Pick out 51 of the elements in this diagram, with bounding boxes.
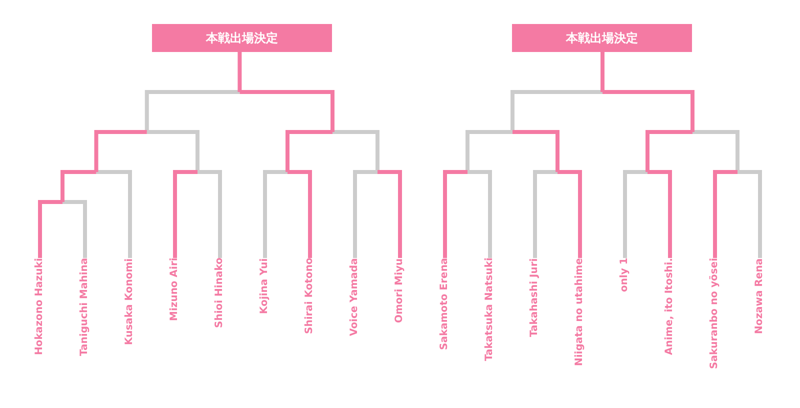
player-name: Hokazono Hazuki: [33, 258, 47, 398]
player-name: Sakuranbo no yōsei: [708, 258, 722, 398]
bracket-line: [468, 170, 492, 258]
bracket-line: [94, 130, 147, 172]
player-name: Shioi Hinako: [213, 258, 227, 398]
bracket-line: [60, 170, 96, 202]
player-name: Niigata no utahime: [573, 258, 587, 398]
bracket-line: [623, 170, 648, 258]
player-name: Sakamoto Erena: [438, 258, 452, 398]
bracket-line: [240, 90, 334, 132]
bracket-line: [692, 130, 740, 172]
bracket-line: [238, 52, 242, 92]
result-box: 本戦出場決定: [152, 24, 332, 52]
player-name: Omori Miyu: [393, 258, 407, 398]
bracket-line: [600, 52, 604, 92]
bracket-line: [332, 130, 380, 172]
bracket-line: [144, 90, 240, 132]
bracket-line: [558, 170, 582, 258]
bracket-line: [198, 170, 222, 258]
bracket-line: [38, 200, 62, 258]
player-name: Voice Yamada: [348, 258, 362, 398]
player-name: Shirai Kotono: [303, 258, 317, 398]
bracket-line: [286, 130, 332, 172]
bracket-line: [146, 130, 200, 172]
bracket-line: [738, 170, 762, 258]
bracket-line: [263, 170, 288, 258]
bracket-line: [713, 170, 738, 258]
player-name: Mizuno Airi: [168, 258, 182, 398]
bracket-line: [96, 170, 132, 258]
bracket-line: [288, 170, 312, 258]
player-name: Takahashi Juri: [528, 258, 542, 398]
bracket-line: [62, 200, 87, 258]
result-box: 本戦出場決定: [512, 24, 692, 52]
player-name: Taniguchi Mahina: [78, 258, 92, 398]
bracket-line: [378, 170, 402, 258]
bracket-line: [648, 170, 672, 258]
player-name: Takatsuka Natsuki: [483, 258, 497, 398]
bracket-line: [646, 130, 692, 172]
bracket-line: [353, 170, 378, 258]
player-name: only 1: [618, 258, 632, 398]
bracket-line: [443, 170, 468, 258]
bracket-line: [466, 130, 512, 172]
bracket-line: [602, 90, 694, 132]
player-name: Anime, ito Itoshi.: [663, 258, 677, 398]
bracket-line: [510, 90, 602, 132]
player-name: Nozawa Rena: [753, 258, 767, 398]
bracket-line: [173, 170, 198, 258]
player-name: Kusaka Konomi: [123, 258, 137, 398]
bracket-line: [512, 130, 560, 172]
player-name: Kojina Yui: [258, 258, 272, 398]
bracket-line: [533, 170, 558, 258]
